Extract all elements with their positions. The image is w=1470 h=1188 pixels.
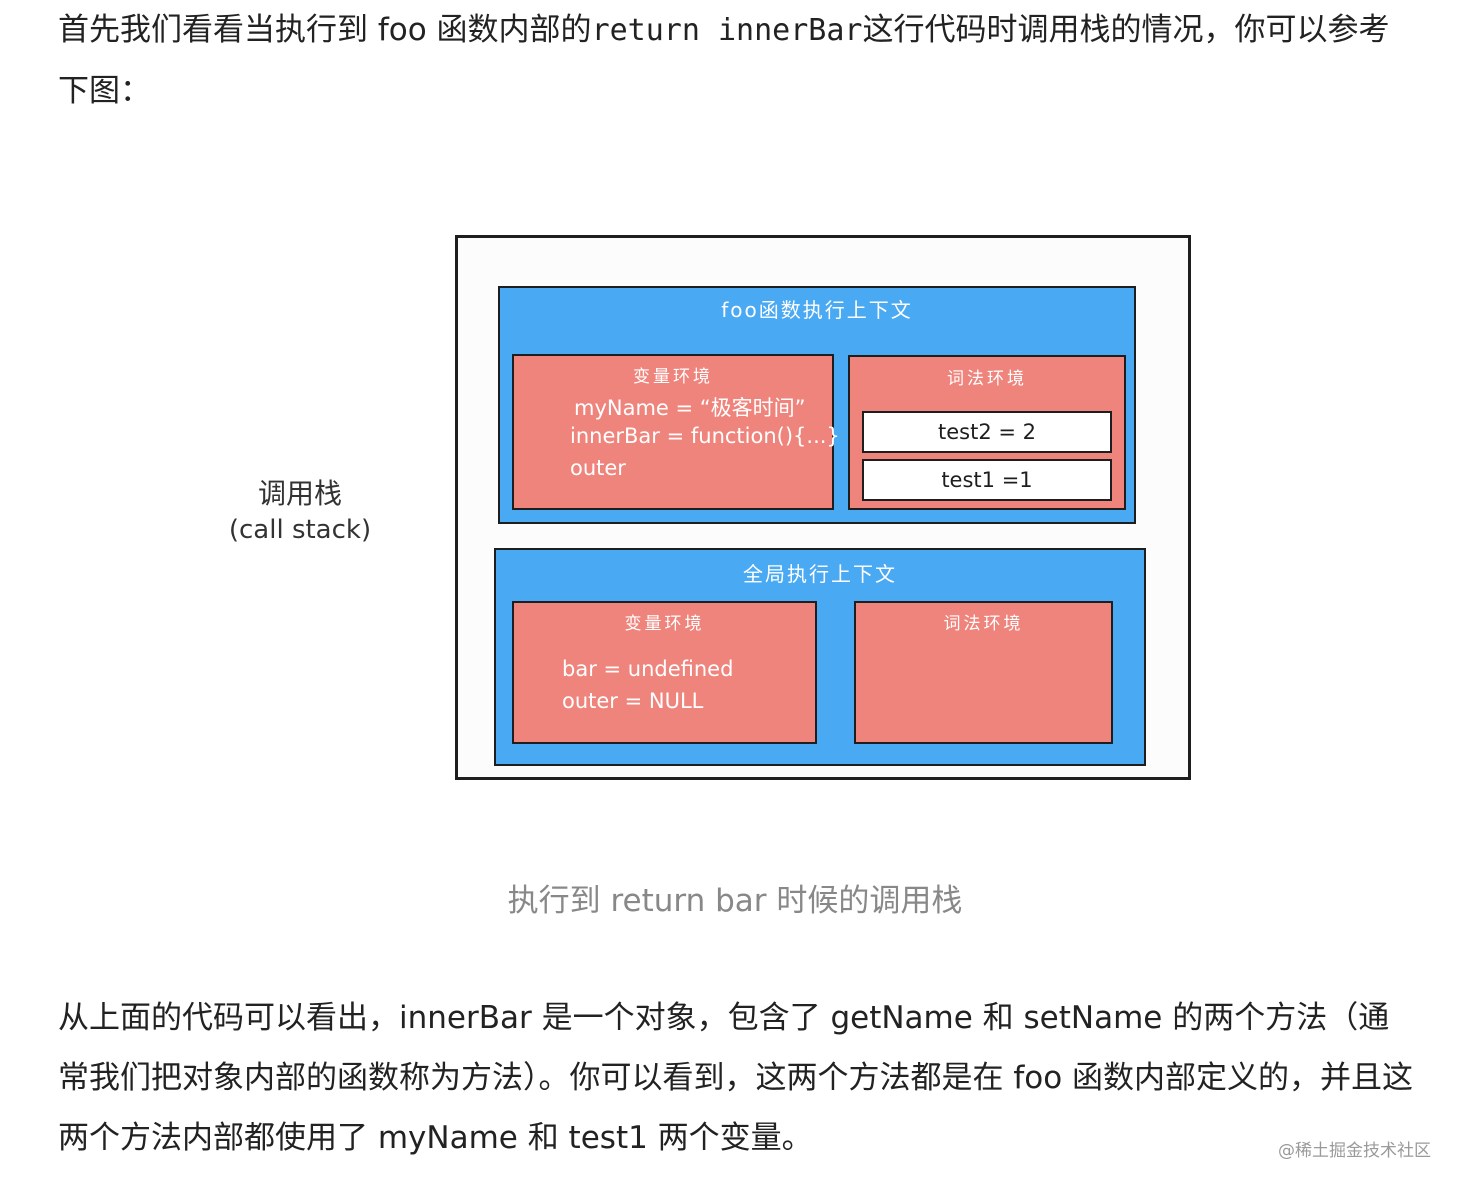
call-stack-label-zh: 调用栈	[257, 477, 342, 510]
global-var-bar: bar = undefined	[562, 657, 734, 681]
foo-variable-environment: 变量环境 myName = “极客时间” innerBar = function…	[512, 354, 840, 510]
global-lexical-environment: 词法环境	[854, 601, 1113, 744]
lexical-item-test1: test1 =1	[862, 459, 1112, 501]
lexical-item-test2: test2 = 2	[862, 411, 1112, 453]
watermark: @稀土掘金技术社区	[1278, 1141, 1431, 1161]
intro-paragraph: 首先我们看看当执行到 foo 函数内部的return innerBar这行代码时…	[58, 0, 1418, 121]
figure-caption: 执行到 return bar 时候的调用栈	[507, 883, 963, 919]
intro-code: return innerBar	[591, 13, 863, 48]
global-variable-environment: 变量环境 bar = undefined outer = NULL	[512, 601, 817, 744]
foo-var-outer: outer	[570, 456, 626, 480]
foo-lexical-env-title: 词法环境	[947, 369, 1027, 389]
intro-text-1: 首先我们看看当执行到 foo 函数内部的	[58, 12, 592, 48]
call-stack-diagram: foo函数执行上下文 变量环境 myName = “极客时间” innerBar…	[455, 235, 1191, 780]
foo-variable-env-title: 变量环境	[633, 367, 713, 387]
global-variable-env-title: 变量环境	[624, 614, 705, 634]
global-execution-context: 全局执行上下文 变量环境 bar = undefined outer = NUL…	[494, 548, 1146, 766]
foo-execution-context: foo函数执行上下文 变量环境 myName = “极客时间” innerBar…	[498, 286, 1136, 524]
global-lexical-env-title: 词法环境	[943, 614, 1024, 634]
global-context-title: 全局执行上下文	[743, 562, 897, 586]
foo-context-title: foo函数执行上下文	[721, 298, 913, 322]
foo-var-innerbar: innerBar = function(){...}	[570, 424, 840, 448]
foo-var-myname: myName = “极客时间”	[574, 396, 806, 420]
call-stack-label-en: (call stack)	[228, 515, 372, 545]
global-var-outer: outer = NULL	[562, 689, 704, 713]
foo-lexical-environment: 词法环境 test2 = 2 test1 =1	[848, 355, 1126, 510]
conclusion-paragraph: 从上面的代码可以看出，innerBar 是一个对象，包含了 getName 和 …	[58, 1000, 1414, 1156]
intro-text-2: 这行代码时调用栈的情况，你可以参考下图：	[58, 12, 1390, 109]
